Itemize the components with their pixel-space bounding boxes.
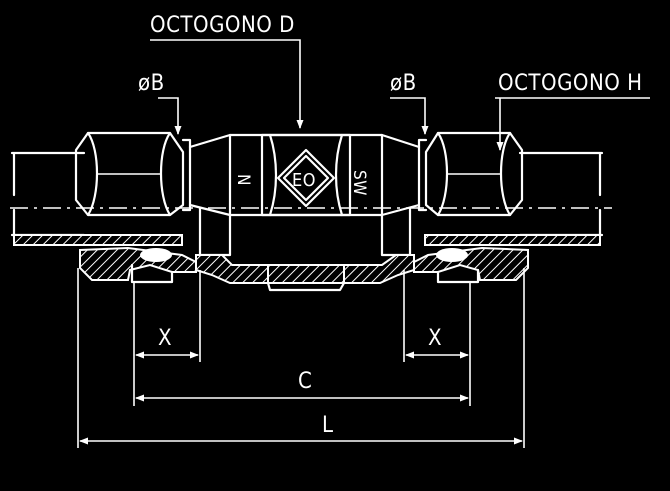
left-nut-section: [79, 246, 197, 284]
dim-l-label: L: [322, 413, 334, 438]
brand-logo: [276, 148, 336, 208]
diameter-b-left-label: øB: [138, 71, 165, 96]
logo-text: EO: [292, 170, 316, 191]
left-nut: [74, 131, 192, 217]
dim-x-right-label: X: [428, 326, 442, 351]
octagon-d-label: OCTOGONO D: [150, 13, 295, 38]
right-pipe: [424, 151, 604, 246]
body-mark-left: N: [233, 174, 253, 186]
diameter-b-right-label: øB: [390, 71, 417, 96]
right-nut-section: [413, 246, 529, 284]
body-mark-right: SW: [349, 170, 369, 196]
central-body: [188, 133, 421, 217]
dimension-lines: [79, 351, 523, 445]
section-body: [195, 206, 415, 292]
right-nut: [417, 131, 524, 217]
octagon-h-label: OCTOGONO H: [498, 71, 643, 96]
dim-c-label: C: [298, 369, 312, 394]
extension-lines: [77, 268, 525, 448]
leaders: [150, 39, 650, 151]
left-pipe: [10, 151, 183, 246]
dim-x-left-label: X: [158, 326, 172, 351]
